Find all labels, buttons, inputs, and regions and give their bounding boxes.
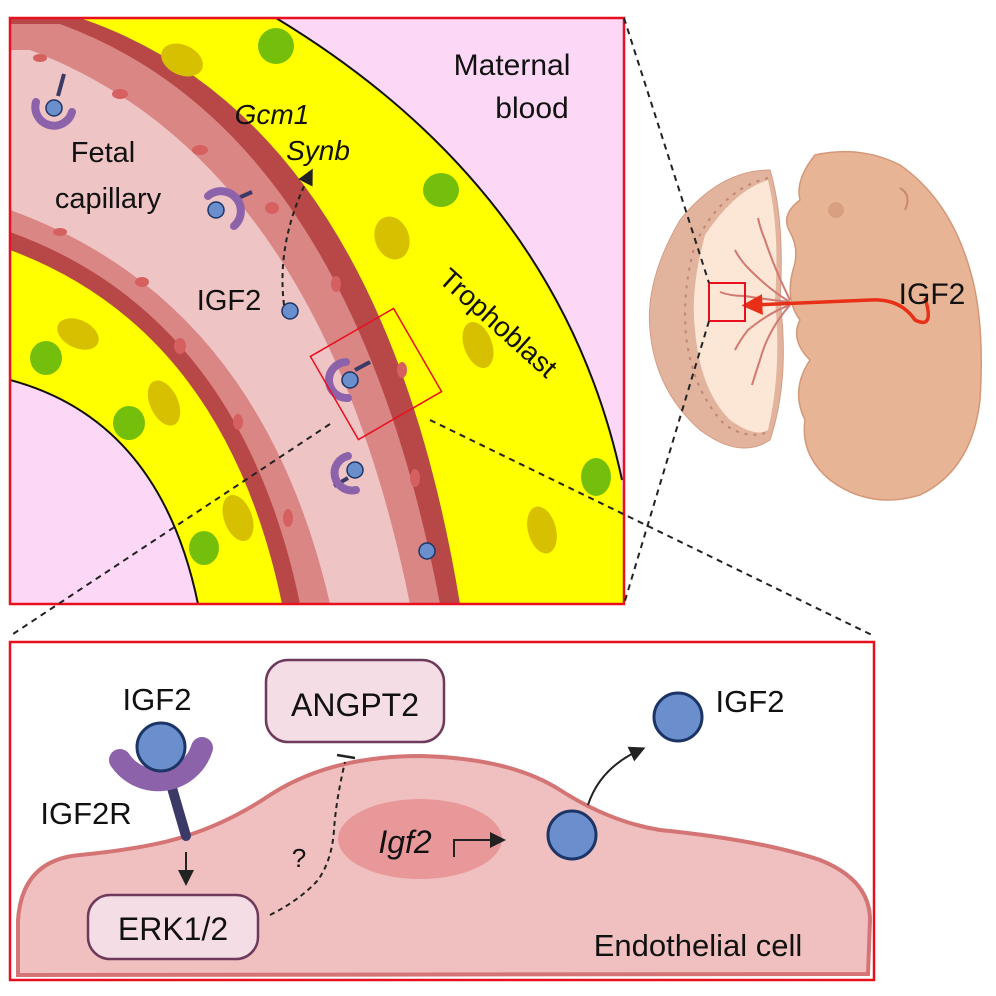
igf2-flow-arrow: [741, 294, 931, 325]
placenta-zoom-box: [708, 282, 746, 322]
igf2-secreted-label: IGF2: [716, 684, 785, 719]
igf2-molecule: [341, 371, 359, 389]
igf2-intracellular-molecule: [546, 809, 598, 861]
receptor-top-3: [324, 358, 371, 403]
receptor-stalk: [167, 783, 191, 841]
olive-cell: [57, 318, 99, 350]
green-cell: [423, 173, 459, 207]
trophoblast-cells: [30, 28, 611, 565]
inset-highlight-box: [309, 307, 443, 441]
transcription-arrow: [453, 832, 506, 857]
maternal-blood-inner: [10, 380, 198, 604]
olive-cell: [147, 380, 181, 426]
green-cell: [113, 406, 145, 440]
igf2-molecule: [207, 201, 225, 219]
olive-cell: [527, 506, 557, 554]
olive-cell: [222, 494, 254, 542]
olive-cell: [462, 321, 494, 369]
receptor-top-1: [31, 73, 76, 130]
olive-cell: [161, 43, 203, 77]
maternal-boundary-line-inner: [10, 379, 199, 604]
embryo-placenta-illustration: IGF2: [648, 150, 982, 501]
erk-box: [86, 893, 260, 961]
secretion-arrow: [587, 746, 646, 806]
endothelial-nuclei: [33, 54, 420, 527]
gcm1-gene-label: Gcm1: [235, 99, 310, 130]
green-cell: [258, 28, 294, 64]
erk-inhibits-angpt2-line: [269, 761, 346, 916]
angpt2-label: ANGPT2: [291, 687, 419, 723]
endothelial-cell-label: Endothelial cell: [594, 928, 803, 963]
trophoblast-boundary-line: [275, 18, 623, 481]
fetal-capillary-label-line2: capillary: [55, 183, 162, 215]
igf2-gene-label: Igf2: [378, 824, 432, 860]
igf2-bound-label: IGF2: [123, 682, 192, 717]
igf2-bound-molecule: [135, 721, 187, 773]
top-panel: Maternal blood Fetal capillary Gcm1 Synb…: [10, 18, 624, 604]
maternal-blood-label-line2: blood: [495, 92, 568, 125]
igf2-free-molecule: [418, 542, 436, 560]
igf2-molecule: [45, 99, 63, 117]
embryo-eye: [828, 202, 844, 218]
igf2r-label: IGF2R: [40, 796, 131, 831]
green-cell: [581, 458, 611, 496]
igf2-molecule-labeled: [281, 302, 299, 320]
igf2-secreted-molecule: [652, 691, 704, 743]
igf2-molecule: [346, 461, 364, 479]
igf2r-receptor: [109, 721, 213, 841]
green-cell: [30, 341, 62, 375]
erk-label: ERK1/2: [118, 911, 228, 947]
igf2-label-top: IGF2: [197, 285, 261, 317]
synb-gene-label: Synb: [286, 135, 350, 166]
olive-cell: [374, 216, 410, 260]
inhibition-bar: [336, 753, 356, 760]
unknown-mechanism-label: ?: [292, 843, 306, 873]
maternal-blood-label-line1: Maternal: [454, 49, 571, 82]
green-cell: [189, 531, 219, 565]
embryo: [785, 150, 982, 501]
receptor-top-2: [204, 187, 253, 230]
angpt2-box: [264, 658, 446, 744]
receptor-arc: [109, 737, 213, 792]
embryo-ear: [899, 187, 909, 211]
placenta-cell-border: [684, 177, 769, 436]
top-panel-frame: [8, 16, 626, 606]
fetal-capillary-label-line1: Fetal: [71, 137, 135, 169]
nucleus: [338, 799, 502, 879]
igf2-embryo-label: IGF2: [899, 278, 966, 311]
bottom-panel: ANGPT2 ERK1/2 ? Igf2 IGF2 IGF2 IGF2R End…: [8, 640, 876, 982]
receptor-top-4: [330, 452, 364, 495]
zoom-connector-lines: [9, 17, 875, 637]
igf2-signal-arrow: [281, 168, 313, 306]
